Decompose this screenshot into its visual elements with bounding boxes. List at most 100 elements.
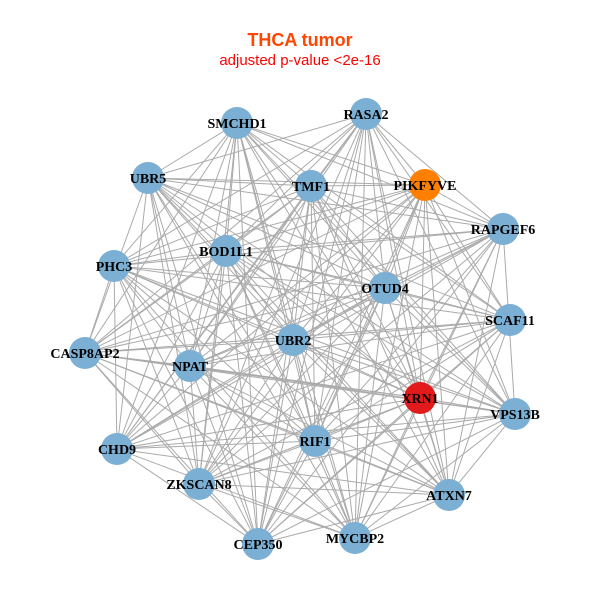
node-mycbp2: MYCBP2 [326, 522, 384, 554]
edge-RAPGEF6-CEP350 [257, 228, 504, 545]
node-xrn1: XRN1 [401, 382, 439, 414]
edge-PIKFYVE-BOD1L1 [225, 184, 426, 252]
edge-BOD1L1-UBR2 [225, 250, 294, 341]
node-circle [174, 350, 206, 382]
edge-PIKFYVE-XRN1 [419, 184, 426, 399]
node-zkscan8: ZKSCAN8 [166, 468, 232, 500]
edge-TMF1-UBR2 [292, 185, 312, 341]
edge-UBR5-RAPGEF6 [147, 177, 504, 230]
edge-BOD1L1-XRN1 [225, 250, 421, 399]
edge-RASA2-RAPGEF6 [365, 113, 504, 230]
edge-PHC3-CEP350 [113, 265, 259, 545]
node-circle [69, 337, 101, 369]
edge-SMCHD1-XRN1 [236, 122, 421, 399]
edge-SMCHD1-PIKFYVE [236, 122, 426, 186]
edge-PIKFYVE-VPS13B [424, 184, 516, 415]
edge-RASA2-MYCBP2 [354, 113, 367, 539]
edge-SCAF11-MYCBP2 [354, 319, 511, 539]
edge-OTUD4-CASP8AP2 [84, 287, 386, 354]
edge-TMF1-CHD9 [116, 185, 312, 450]
node-label: RAPGEF6 [471, 223, 536, 238]
node-label: RIF1 [299, 435, 330, 450]
edge-RIF1-CEP350 [257, 440, 316, 545]
edge-UBR5-ZKSCAN8 [147, 177, 200, 485]
node-label: SCAF11 [485, 314, 535, 329]
edge-TMF1-ATXN7 [310, 185, 450, 496]
node-circle [433, 479, 465, 511]
edge-NPAT-VPS13B [189, 365, 516, 415]
edge-SCAF11-ATXN7 [448, 319, 511, 496]
node-circle [499, 398, 531, 430]
edge-VPS13B-RIF1 [314, 413, 516, 442]
node-pikfyve: PIKFYVE [394, 169, 457, 201]
node-npat: NPAT [172, 350, 209, 382]
edge-PIKFYVE-NPAT [189, 184, 426, 367]
edge-SMCHD1-CEP350 [236, 122, 259, 545]
edge-PIKFYVE-SCAF11 [424, 184, 511, 321]
chart-title: THCA tumor [247, 30, 353, 50]
edge-VPS13B-MYCBP2 [354, 413, 516, 539]
edge-RAPGEF6-MYCBP2 [354, 228, 504, 539]
edge-SMCHD1-PHC3 [113, 122, 238, 267]
edge-NPAT-RIF1 [189, 365, 316, 442]
edge-VPS13B-ZKSCAN8 [198, 413, 516, 485]
edge-UBR2-ZKSCAN8 [198, 339, 294, 485]
edge-PHC3-VPS13B [113, 265, 516, 415]
edge-NPAT-CEP350 [189, 365, 259, 545]
node-label: ATXN7 [426, 489, 472, 504]
node-chd9: CHD9 [98, 433, 136, 465]
node-cep350: CEP350 [234, 528, 283, 560]
edge-RAPGEF6-ATXN7 [448, 228, 504, 496]
node-circle [98, 250, 130, 282]
node-label: XRN1 [401, 392, 438, 407]
edge-NPAT-CHD9 [116, 365, 191, 450]
node-circle [101, 433, 133, 465]
edge-BOD1L1-CHD9 [116, 250, 227, 450]
edge-XRN1-CEP350 [257, 397, 421, 545]
edge-TMF1-PIKFYVE [310, 184, 426, 187]
edge-ZKSCAN8-MYCBP2 [198, 483, 356, 539]
node-label: OTUD4 [361, 282, 408, 297]
edge-RASA2-VPS13B [365, 113, 516, 415]
node-circle [409, 169, 441, 201]
node-label: TMF1 [292, 180, 330, 195]
edge-TMF1-PHC3 [113, 185, 312, 267]
edge-RIF1-ZKSCAN8 [198, 440, 316, 485]
node-scaf11: SCAF11 [485, 304, 535, 336]
node-label: UBR5 [130, 172, 167, 187]
edge-BOD1L1-ATXN7 [225, 250, 450, 496]
edge-UBR2-CEP350 [257, 339, 294, 545]
node-phc3: PHC3 [96, 250, 133, 282]
node-circle [299, 425, 331, 457]
node-circle [350, 98, 382, 130]
edge-PHC3-MYCBP2 [113, 265, 356, 539]
node-circle [369, 272, 401, 304]
edge-SMCHD1-UBR5 [147, 122, 238, 179]
edge-PIKFYVE-PHC3 [113, 184, 426, 267]
node-circle [183, 468, 215, 500]
edge-OTUD4-CEP350 [257, 287, 386, 545]
edge-SMCHD1-TMF1 [236, 122, 312, 187]
node-label: UBR2 [275, 334, 312, 349]
edge-UBR5-NPAT [147, 177, 191, 367]
chart-subtitle: adjusted p-value <2e-16 [219, 52, 381, 69]
edge-PIKFYVE-MYCBP2 [354, 184, 426, 539]
node-label: ZKSCAN8 [166, 478, 231, 493]
edge-UBR5-BOD1L1 [147, 177, 227, 252]
node-circle [404, 382, 436, 414]
edge-SMCHD1-RAPGEF6 [236, 122, 504, 230]
edge-CHD9-MYCBP2 [116, 448, 356, 539]
node-label: PHC3 [96, 260, 133, 275]
edge-VPS13B-ATXN7 [448, 413, 516, 496]
node-circle [210, 235, 242, 267]
node-rasa2: RASA2 [343, 98, 389, 130]
edge-UBR5-PIKFYVE [147, 177, 426, 186]
node-vps13b: VPS13B [490, 398, 540, 430]
node-label: BOD1L1 [199, 245, 253, 260]
edge-UBR2-NPAT [189, 339, 294, 367]
edge-OTUD4-VPS13B [384, 287, 516, 415]
edge-CASP8AP2-CEP350 [84, 352, 259, 545]
node-rif1: RIF1 [299, 425, 331, 457]
edge-RAPGEF6-CHD9 [116, 228, 504, 450]
